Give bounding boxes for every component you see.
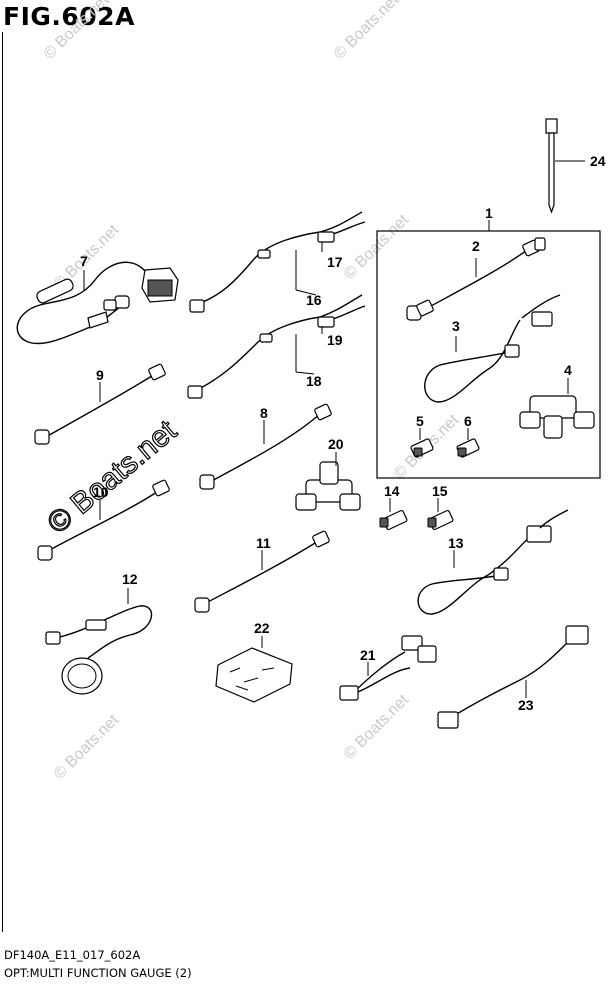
watermark-text: © Boats.net — [41, 0, 113, 63]
callout-24: 24 — [590, 153, 606, 169]
callout-2: 2 — [472, 238, 480, 254]
figure-title: FIG.602A — [3, 2, 135, 31]
part-21-adapter-harness[interactable] — [339, 635, 437, 701]
figure-caption: OPT:MULTI FUNCTION GAUGE (2) — [4, 966, 192, 980]
part-20-t-connector[interactable] — [295, 452, 361, 511]
callout-4: 4 — [564, 362, 572, 378]
watermark-text: © Boats.net — [51, 711, 123, 783]
callout-12: 12 — [122, 571, 138, 587]
model-code: DF140A_E11_017_602A — [4, 948, 141, 962]
callout-11: 11 — [256, 535, 271, 551]
part-16-17-harness[interactable] — [189, 211, 366, 313]
callout-20: 20 — [328, 436, 344, 452]
watermark-text: © Boats.net — [331, 0, 403, 63]
callout-17: 17 — [327, 254, 343, 270]
kit-frame — [376, 230, 601, 479]
callout-16: 16 — [306, 292, 322, 308]
part-6-terminator[interactable] — [456, 428, 480, 458]
part-2-backbone-cable[interactable] — [406, 237, 546, 321]
part-24-cable-tie[interactable] — [545, 118, 585, 214]
callout-10: 10 — [93, 484, 109, 500]
part-11-network-cable[interactable] — [194, 530, 330, 613]
callout-22: 22 — [254, 620, 270, 636]
part-4-t-connector[interactable] — [519, 378, 595, 439]
part-12-sensor[interactable] — [45, 588, 153, 695]
part-7-harness[interactable] — [16, 261, 179, 345]
callout-18: 18 — [306, 373, 322, 389]
part-23-harness[interactable] — [437, 625, 589, 729]
callout-5: 5 — [416, 413, 424, 429]
callout-labels: 1 2 3 4 5 6 7 8 9 10 11 12 13 14 15 16 1… — [80, 153, 606, 713]
callout-3: 3 — [452, 318, 460, 334]
watermark-text: © Boats.net — [341, 691, 413, 763]
part-5-terminator[interactable] — [410, 428, 434, 458]
part-13-drop-cable[interactable] — [417, 509, 569, 615]
callout-6: 6 — [464, 413, 472, 429]
part-8-network-cable[interactable] — [199, 403, 332, 490]
part-14-terminator[interactable] — [379, 498, 408, 531]
part-15-terminator[interactable] — [427, 498, 454, 531]
left-border-line — [2, 32, 3, 932]
part-9-network-cable[interactable] — [34, 363, 166, 445]
callout-1: 1 — [485, 205, 493, 221]
callout-9: 9 — [96, 367, 104, 383]
callout-14: 14 — [384, 483, 400, 499]
callout-7: 7 — [80, 253, 88, 269]
callout-23: 23 — [518, 697, 534, 713]
callout-13: 13 — [448, 535, 464, 551]
part-18-19-harness[interactable] — [187, 294, 366, 399]
callout-21: 21 — [360, 647, 376, 663]
callout-8: 8 — [260, 405, 268, 421]
watermark-large-text: © Boats.net — [41, 414, 183, 541]
callout-15: 15 — [432, 483, 448, 499]
part-3-drop-cable[interactable] — [424, 294, 561, 403]
part-10-network-cable[interactable] — [37, 479, 170, 561]
callout-19: 19 — [327, 332, 343, 348]
part-22-parts-bag[interactable] — [215, 636, 293, 703]
